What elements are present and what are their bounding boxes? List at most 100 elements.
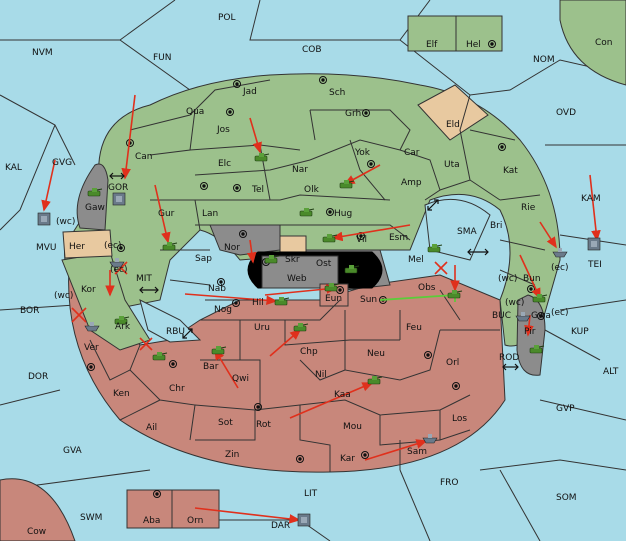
label-GVG: GVG [52,158,72,168]
region-Gaw[interactable] [76,163,109,231]
army-unit [339,180,355,189]
label-Uta: Uta [444,160,460,170]
label-coast-wc: (wc) [56,217,75,227]
army-unit [293,323,309,332]
fleet-unit [587,237,601,251]
army-unit [532,294,548,303]
label-Amp: Amp [401,178,422,188]
armies [87,153,548,385]
label-Hil: Hil [252,298,264,308]
label-Her: Her [69,242,85,252]
label-Orn: Orn [187,516,203,526]
label-BUC: BUC [492,311,511,321]
label-coast-ec: (ec) [551,308,569,318]
label-FRO: FRO [440,478,459,488]
label-Chp: Chp [300,347,318,357]
label-NOM: NOM [533,55,555,65]
region-Her[interactable] [62,229,113,259]
army-unit [162,242,178,251]
label-Bar: Bar [203,362,219,372]
label-DOR: DOR [28,372,48,382]
label-Ark: Ark [115,322,131,332]
label-Grh: Grh [345,109,361,119]
label-Orl: Orl [446,358,459,368]
army-unit [447,290,463,299]
sea-RBU[interactable] [139,299,202,343]
label-Zin: Zin [225,450,239,460]
label-Sap: Sap [195,254,212,264]
label-Sam: Sam [407,447,427,457]
order-arrows [41,94,601,524]
label-GVP: GVP [556,404,575,414]
label-Rie: Rie [521,203,536,213]
label-Cow: Cow [27,527,46,537]
label-Aba: Aba [143,516,160,526]
label-Kaa: Kaa [334,390,351,400]
label-Uru: Uru [254,323,270,333]
adjacency-arrows [109,172,519,371]
army-unit [87,188,103,197]
label-Sot: Sot [218,418,233,428]
fleet-unit [422,434,438,444]
label-BOR: BOR [20,306,39,316]
label-Kat: Kat [503,166,518,176]
label-Chr: Chr [169,384,185,394]
label-Sch: Sch [329,88,345,98]
fleet-unit [515,312,531,322]
label-Nog: Nog [214,305,232,315]
army-unit [427,244,443,253]
label-Nar: Nar [292,165,308,175]
label-KUP: KUP [571,327,589,337]
label-OVD: OVD [556,108,576,118]
label-Bun: Bun [523,274,541,284]
label-coast-wc: (wc) [498,274,517,284]
fleet-unit [84,322,100,332]
label-Kar: Kar [340,454,355,464]
label-coast-ec: (ec) [551,263,569,273]
label-Lan: Lan [202,209,218,219]
region-Nor[interactable] [209,224,281,256]
label-Rot: Rot [256,420,271,430]
label-Car: Car [404,148,420,158]
army-unit [324,283,340,292]
label-DAR: DAR [271,521,290,531]
fleet-unit [297,513,311,527]
label-TEI: TEI [587,260,602,270]
label-Skr: Skr [285,255,300,265]
region-borders [89,79,546,472]
army-unit [264,255,280,264]
label-Hug: Hug [334,209,352,219]
label-Neu: Neu [367,349,385,359]
land-labels: Elf Hel Jad Sch Qua Jos Grh Eld Can Elc … [54,40,569,526]
label-Ver: Ver [84,343,99,353]
region-Elf-Hel[interactable] [407,15,503,52]
label-Jos: Jos [216,125,230,135]
label-coast-ec: (ec) [104,241,122,251]
region-Eld[interactable] [417,84,489,141]
label-Esm: Esm [389,233,408,243]
army-unit [367,376,383,385]
label-GVA: GVA [63,446,83,456]
label-GOR: GOR [108,183,128,193]
label-Gur: Gur [158,209,175,219]
fleet-unit [112,192,126,206]
army-unit [322,234,338,243]
label-COB: COB [302,45,322,55]
label-SOM: SOM [556,493,577,503]
label-Bri: Bri [490,221,502,231]
support-line [379,294,456,301]
label-NVM: NVM [32,48,53,58]
label-Olk: Olk [304,185,320,195]
label-Ken: Ken [113,389,130,399]
label-Qua: Qua [186,107,204,117]
label-Yok: Yok [354,148,371,158]
label-SWM: SWM [80,513,102,523]
label-Los: Los [452,414,467,424]
fleet-unit [37,212,51,226]
fleet-unit [552,248,568,258]
label-Web: Web [287,274,307,284]
label-SMA: SMA [457,227,477,237]
label-MIT: MIT [136,274,152,284]
label-coast-wc: (wc) [54,291,73,301]
